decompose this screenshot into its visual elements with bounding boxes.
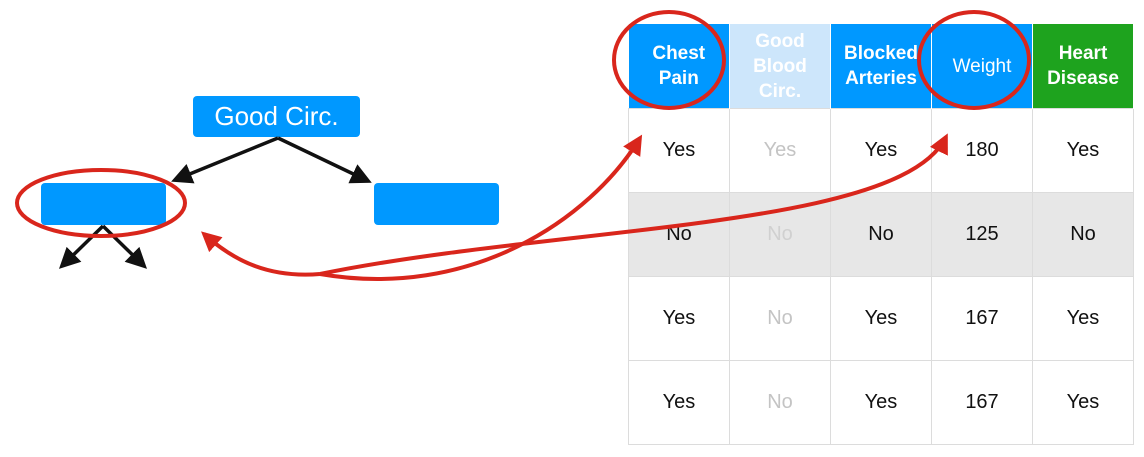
table-cell: 180 [931, 108, 1033, 193]
table-cell: Yes [628, 360, 730, 445]
table-cell: Yes [830, 108, 932, 193]
column-header-text: Pain [658, 68, 699, 89]
column-header-text: Arteries [845, 68, 917, 89]
tree-root-node: Good Circ. [193, 96, 360, 137]
table-cell: No [729, 192, 831, 277]
column-header-text: Weight [952, 55, 1012, 77]
tree-right-child-node [374, 183, 499, 225]
table-cell: Yes [1032, 108, 1134, 193]
column-header-text: Good [755, 30, 805, 52]
tree-left-child-node [41, 183, 166, 225]
table-cell: 167 [931, 276, 1033, 361]
tree-root-label: Good Circ. [214, 101, 339, 131]
table-cell: Yes [628, 108, 730, 193]
table-cell: 167 [931, 360, 1033, 445]
column-header-text: Chest [652, 43, 706, 64]
tree-edge-leaf-right-arrow [101, 224, 148, 269]
table-cell: No [729, 276, 831, 361]
table-cell: Yes [1032, 276, 1134, 361]
table-cell: Yes [830, 360, 932, 445]
table-cell: Yes [729, 108, 831, 193]
table-cell: No [729, 360, 831, 445]
column-header-text: Blood [753, 55, 807, 77]
red-arrow-to-left-node [201, 231, 321, 277]
tree-edge-left-arrow [171, 136, 279, 184]
tree-edge-right-arrow [277, 136, 372, 184]
column-header-text: Circ. [758, 80, 802, 102]
column-header-text: Heart [1058, 43, 1108, 64]
column-header-text: Disease [1047, 68, 1119, 89]
column-header-weight: Weight [931, 24, 1033, 109]
table-cell: Yes [1032, 360, 1134, 445]
table-cell: Yes [830, 276, 932, 361]
table-cell: No [1032, 192, 1134, 277]
column-header-text: Blocked [844, 43, 918, 64]
tree-edge-leaf-left-arrow [58, 224, 105, 269]
table-cell: No [628, 192, 730, 277]
table-cell: 125 [931, 192, 1033, 277]
table-cell: Yes [628, 276, 730, 361]
table-cell: No [830, 192, 932, 277]
